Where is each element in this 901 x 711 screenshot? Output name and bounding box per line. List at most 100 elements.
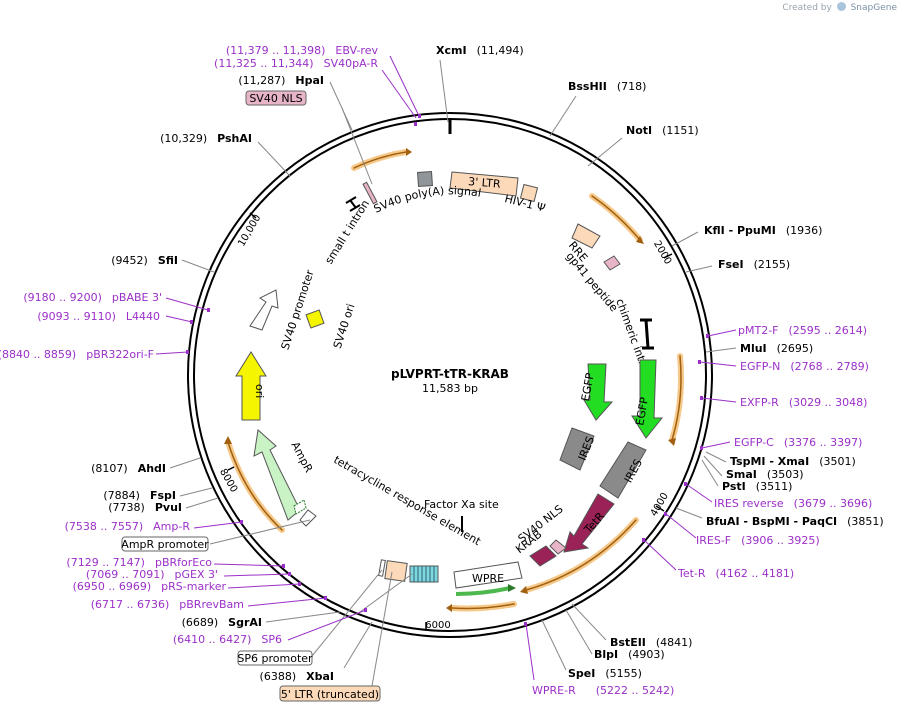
enzyme-mlui[interactable]: MluI(2695) xyxy=(740,342,813,355)
ori-arrow xyxy=(235,351,267,421)
fspi-leader xyxy=(179,487,213,497)
primer-ebv-rev[interactable]: (11,379 .. 11,398)EBV-rev xyxy=(226,44,379,57)
ampr-promoter-tag-box[interactable] xyxy=(121,536,209,552)
sv40-nls-tag-box[interactable] xyxy=(245,90,307,106)
primer-pbrforeco[interactable]: (7129 .. 7147)pBRforEco xyxy=(66,556,212,569)
snapgene-logo-icon xyxy=(836,2,846,11)
enzyme-sfii[interactable]: (9452)SfiI xyxy=(111,254,178,267)
enzyme-pshai-name: PshAI xyxy=(217,132,252,145)
primer-pbr322ori-f-name: pBR322ori-F xyxy=(86,348,154,361)
primer-ires-reverse[interactable]: IRES reverse(3679 .. 3696) xyxy=(714,497,872,510)
orf-arrowhead-left xyxy=(224,436,232,444)
egfp-outer-label: EGFP xyxy=(633,396,651,427)
primer-mark-pgex xyxy=(288,572,291,576)
enzyme-fsei[interactable]: FseI(2155) xyxy=(718,258,790,271)
enzyme-tspmi-xmai[interactable]: TspMI - XmaI(3501) xyxy=(730,455,856,468)
primer-sp6-name: SP6 xyxy=(261,633,282,646)
enzyme-xbai-coord: (6388) xyxy=(260,670,297,683)
orf-arc-bottom-core xyxy=(451,603,515,610)
sv40nls-leader xyxy=(341,107,373,185)
enzyme-fspi-coord: (7884) xyxy=(103,489,140,502)
primer-egfp-n[interactable]: EGFP-N(2768 .. 2789) xyxy=(740,360,869,373)
ires-inner-box xyxy=(559,427,595,471)
enzyme-fspi-name: FspI xyxy=(150,489,176,502)
enzyme-pvui[interactable]: (7738)PvuI xyxy=(108,501,182,514)
enzyme-xbai[interactable]: (6388)XbaI xyxy=(260,670,334,683)
primer-ebv-rev-coord: (11,379 .. 11,398) xyxy=(226,44,326,57)
sp6-promoter-tag-label: SP6 promoter xyxy=(237,652,313,665)
primer-pbr322ori-f[interactable]: (8840 .. 8859)pBR322ori-F xyxy=(0,348,154,361)
iresrev-leader xyxy=(685,483,713,503)
primer-pgex3-coord: (7069 .. 7091) xyxy=(86,568,165,581)
enzyme-hpai[interactable]: (11,287)HpaI xyxy=(238,74,324,87)
primer-amp-r[interactable]: (7538 .. 7557)Amp-R xyxy=(65,520,191,533)
egfpc-leader xyxy=(701,441,731,449)
enzyme-bsshii[interactable]: BssHII(718) xyxy=(568,80,646,93)
primer-l4440[interactable]: (9093 .. 9110)L4440 xyxy=(37,310,160,323)
primer-wpre-r[interactable]: WPRE-R(5222 .. 5242) xyxy=(532,684,674,697)
primer-l4440-coord: (9093 .. 9110) xyxy=(37,310,116,323)
enzyme-sfii-name: SfiI xyxy=(158,254,178,267)
small-t-marker-bar xyxy=(349,199,357,209)
iresf-leader xyxy=(665,513,697,539)
primer-mark-l4440 xyxy=(190,320,193,324)
small-t-label: small t intron xyxy=(322,198,372,267)
primer-ires-f[interactable]: IRES-F(3906 .. 3925) xyxy=(696,534,820,547)
egfp-inner-arrow xyxy=(583,363,614,421)
primer-exfp-r[interactable]: EXFP-R(3029 .. 3048) xyxy=(740,396,867,409)
primer-pgex3[interactable]: (7069 .. 7091) pGEX 3' xyxy=(86,568,218,581)
primer-pmt2-f[interactable]: pMT2-F(2595 .. 2614) xyxy=(738,324,867,337)
enzyme-ahdi-coord: (8107) xyxy=(91,462,128,475)
enzyme-smai[interactable]: SmaI(3503) xyxy=(726,468,803,481)
primer-sp6[interactable]: (6410 .. 6427)SP6 xyxy=(173,633,282,646)
orf-arrowhead-top xyxy=(406,148,412,156)
enzyme-pshai[interactable]: (10,329)PshAI xyxy=(160,132,252,145)
enzyme-ahdi[interactable]: (8107)AhdI xyxy=(91,462,166,475)
wpre-green-arrowhead xyxy=(508,584,516,592)
enzyme-bfuai[interactable]: BfuAI - BspMI - PaqCI(3851) xyxy=(706,515,884,528)
primer-mark-iresf xyxy=(664,512,667,516)
enzyme-pvui-coord: (7738) xyxy=(108,501,145,514)
primer-pbrrevbam[interactable]: (6717 .. 6736)pBRrevBam xyxy=(91,598,244,611)
orf-arrowheads xyxy=(224,148,676,612)
primer-pgex3-name: pGEX 3' xyxy=(174,568,218,581)
enzyme-blpi[interactable]: BlpI(4903) xyxy=(594,648,665,661)
primer-mark-pbrrevbam xyxy=(324,596,327,600)
sv40-polya-label: SV40 poly(A) signal xyxy=(372,184,482,215)
credit-brand: SnapGene xyxy=(850,3,897,13)
enzyme-fspi[interactable]: (7884) FspI xyxy=(103,489,176,502)
sp6-promoter-tag-box[interactable] xyxy=(237,650,313,666)
primer-exfp-r-coord: (3029 .. 3048) xyxy=(789,396,868,409)
enzyme-kfli-ppumi-name: KflI - PpuMI xyxy=(704,224,776,237)
primer-sv40pa-r[interactable]: (11,325 .. 11,344)SV40pA-R xyxy=(214,57,378,70)
psti-leader xyxy=(701,459,719,487)
primer-prs-marker[interactable]: (6950 .. 6969)pRS-marker xyxy=(73,580,227,593)
enzyme-sgrai[interactable]: (6689)SgrAI xyxy=(182,616,262,629)
ltr5-tag-box[interactable] xyxy=(279,685,381,702)
primer-pbrrevbam-name: pBRrevBam xyxy=(179,598,244,611)
primer-pbabe3[interactable]: (9180 .. 9200)pBABE 3' xyxy=(23,291,162,304)
enzyme-bsshii-name: BssHII xyxy=(568,80,607,93)
enzyme-psti-coord: (3511) xyxy=(756,480,793,493)
egfp-outer-arrow xyxy=(631,359,664,439)
enzyme-spei-coord: (5155) xyxy=(605,667,642,680)
enzyme-spei[interactable]: SpeI(5155) xyxy=(568,667,642,680)
small-t-intron-marker xyxy=(345,196,361,212)
primer-egfp-c-coord: (3376 .. 3397) xyxy=(784,436,863,449)
primer-egfp-c[interactable]: EGFP-C(3376 .. 3397) xyxy=(734,436,862,449)
sp6-primer-leader xyxy=(287,609,367,641)
noti-leader xyxy=(587,137,623,167)
primer-tet-r[interactable]: Tet-R(4162 .. 4181) xyxy=(677,567,794,580)
enzyme-noti[interactable]: NotI(1151) xyxy=(626,124,699,137)
enzyme-psti[interactable]: PstI(3511) xyxy=(722,480,792,493)
ampr-hatch xyxy=(293,499,307,515)
ori-label: ori xyxy=(253,384,266,398)
enzyme-bsteii[interactable]: BstEII(4841) xyxy=(610,636,692,649)
enzyme-xcmi[interactable]: XcmI(11,494) xyxy=(436,44,524,57)
ltr3-arrow xyxy=(449,171,519,197)
enzyme-kfli-ppumi[interactable]: KflI - PpuMI(1936) xyxy=(704,224,822,237)
spei-leader xyxy=(541,619,567,671)
sv40-polya-textpath: SV40 poly(A) signal xyxy=(372,184,482,215)
orf-arc-right-2-core xyxy=(671,355,682,441)
